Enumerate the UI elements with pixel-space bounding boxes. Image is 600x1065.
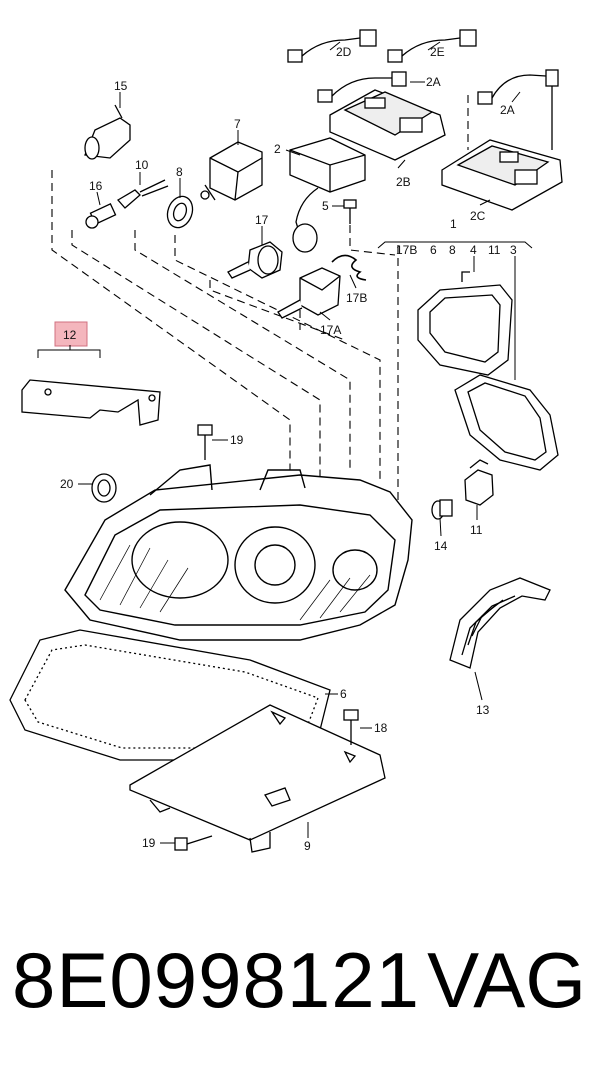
part-6-seal — [9, 629, 331, 761]
callout-8: 8 — [176, 165, 183, 179]
part-2A-harness-right — [477, 69, 559, 150]
callout-18: 18 — [374, 721, 388, 735]
callout-17A: 17A — [320, 323, 341, 337]
callout-8-group: 8 — [449, 243, 456, 257]
callout-10: 10 — [135, 158, 149, 172]
part-16-bulb — [85, 203, 117, 229]
part-15-bulb — [84, 104, 131, 160]
callout-2B: 2B — [396, 175, 411, 189]
callout-3: 3 — [510, 243, 517, 257]
callout-17B-group: 17B — [396, 243, 417, 257]
callout-20: 20 — [60, 477, 74, 491]
callout-6-group: 6 — [430, 243, 437, 257]
part-14-bulb — [431, 499, 453, 520]
callout-15: 15 — [114, 79, 128, 93]
callout-5: 5 — [322, 199, 329, 213]
part-10-bulb-holder — [116, 179, 169, 209]
brand-label: VAG — [427, 936, 586, 1024]
callout-19-bottom: 19 — [142, 836, 156, 850]
part-19-bolt-top — [197, 424, 213, 460]
callout-4: 4 — [470, 243, 477, 257]
callout-2E: 2E — [430, 45, 445, 59]
part-7-motor — [200, 141, 263, 201]
callout-17: 17 — [255, 213, 269, 227]
callout-2A-top: 2A — [426, 75, 441, 89]
part-9-cover — [129, 704, 386, 853]
part-20-grommet — [91, 473, 117, 503]
part-2D-harness — [287, 29, 377, 63]
callout-2: 2 — [274, 142, 281, 156]
part-2-module — [289, 137, 366, 253]
part-5-screw — [343, 199, 357, 224]
callout-16: 16 — [89, 179, 103, 193]
part-17B-spring-clip — [331, 254, 367, 281]
callout-2C: 2C — [470, 209, 486, 223]
callout-14: 14 — [434, 539, 448, 553]
part-18-bolt — [343, 709, 359, 745]
part-2B-ballast — [329, 89, 446, 161]
callout-labels: 15 10 16 8 7 2 2D 2E 2A 2A 2B 2C 5 17 17… — [60, 45, 517, 853]
callout-2D: 2D — [336, 45, 352, 59]
callout-12: 12 — [63, 328, 77, 342]
dashed-leader-lines — [51, 95, 469, 510]
headlight-housing — [64, 464, 413, 641]
callout-17B-clip: 17B — [346, 291, 367, 305]
callout-11-group: 11 — [488, 243, 501, 257]
callout-6-seal: 6 — [340, 687, 347, 701]
part-11-bulb — [464, 459, 494, 506]
part-4-housing-cover — [417, 271, 513, 376]
callout-1: 1 — [450, 217, 457, 231]
part-1-group-bracket — [377, 241, 533, 249]
part-2A-harness-top — [317, 71, 407, 103]
part-17A-bulb — [277, 267, 341, 319]
callout-11-bulb: 11 — [470, 523, 483, 537]
part-2E-harness — [387, 29, 477, 63]
callout-13: 13 — [476, 703, 490, 717]
callout-leaders — [78, 41, 521, 844]
callout-19-top: 19 — [230, 433, 244, 447]
callout-7: 7 — [234, 117, 241, 131]
part-12-bracket-leader — [37, 345, 101, 358]
footer: 8E0998121 VAG — [0, 930, 600, 1030]
part-13-trim — [449, 577, 551, 669]
part-3-gasket — [454, 374, 559, 471]
callout-9: 9 — [304, 839, 311, 853]
part-number: 8E0998121 — [12, 936, 421, 1024]
part-2C-ballast — [441, 139, 563, 211]
callout-2A-right: 2A — [500, 103, 515, 117]
part-8-ring — [166, 195, 194, 229]
part-19-bolt-bottom — [174, 835, 213, 851]
part-12-highlight — [54, 321, 88, 347]
part-17-xenon-bulb — [227, 241, 283, 279]
part-12-bracket — [21, 379, 161, 426]
